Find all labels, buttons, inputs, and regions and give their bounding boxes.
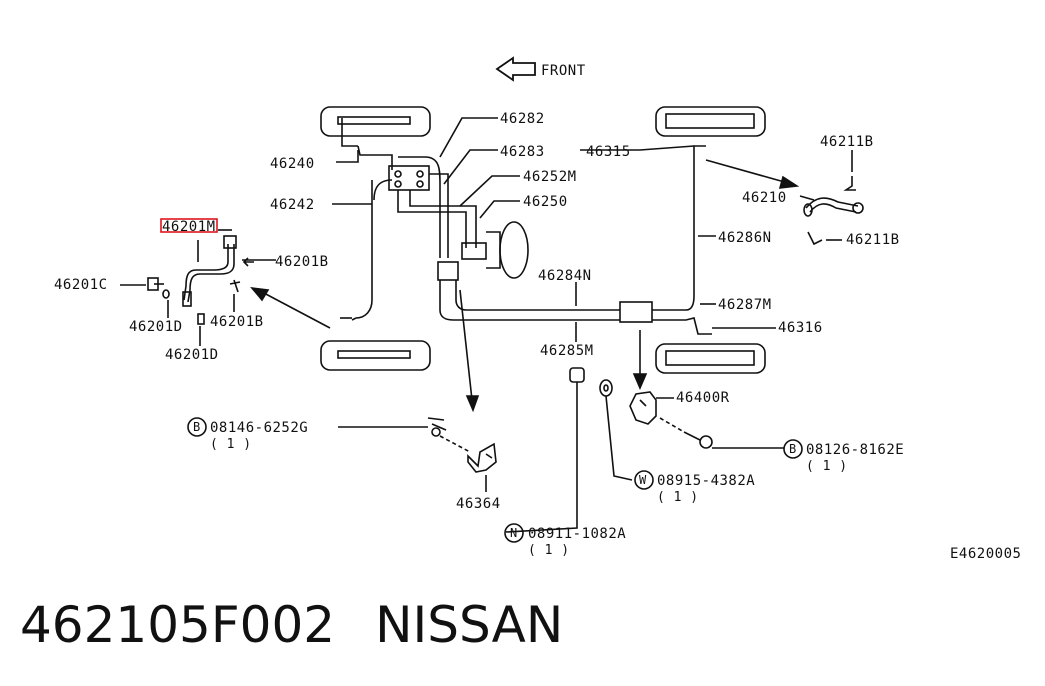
arrow-to-46364 [459, 289, 473, 401]
brake-booster [499, 221, 529, 279]
washer-qty: ( 1 ) [657, 490, 699, 505]
nut-08911 [569, 367, 585, 383]
front-left-wheel [320, 106, 431, 137]
line-connector [619, 301, 653, 323]
brake-piping-diagram: FRONT 46282 46283 46252M 46250 46240 462… [54, 56, 1021, 562]
front-label: FRONT [541, 63, 586, 79]
junction-block [388, 165, 430, 191]
part-label-46287M: 46287M [718, 297, 772, 313]
nut-part: 08911-1082A [528, 526, 626, 542]
washer-part: 08915-4382A [657, 473, 755, 489]
nut-symbol: N [510, 526, 518, 540]
bolt-b1-symbol: B [193, 420, 201, 434]
proportioning-valve [437, 261, 459, 281]
part-label-46201B-b: 46201B [210, 314, 264, 330]
front-right-wheel [655, 106, 766, 137]
part-label-46285M: 46285M [540, 343, 594, 359]
part-label-46242: 46242 [270, 197, 315, 213]
part-label-46315: 46315 [586, 144, 631, 160]
part-label-46316: 46316 [778, 320, 823, 336]
bolt-b2-symbol: B [789, 442, 797, 456]
part-label-46201D-a: 46201D [129, 319, 183, 335]
washer-08915 [599, 379, 613, 397]
rear-left-wheel [320, 340, 431, 371]
part-label-46240: 46240 [270, 156, 315, 172]
brand-name: NISSAN [375, 596, 564, 654]
bracket-46400R [629, 391, 657, 425]
bracket-46364 [467, 442, 497, 473]
nut-qty: ( 1 ) [528, 543, 570, 558]
arrow-to-caliper [261, 291, 331, 329]
bolt-b2-qty: ( 1 ) [806, 459, 848, 474]
part-label-46282: 46282 [500, 111, 545, 127]
front-arrow-icon [495, 56, 536, 82]
part-label-46201B-a: 46201B [275, 254, 329, 270]
part-label-46201C: 46201C [54, 277, 108, 293]
part-label-46283: 46283 [500, 144, 545, 160]
part-number: 462105F002 [20, 596, 336, 654]
part-label-46201M: 46201M [162, 219, 216, 235]
part-label-46250: 46250 [523, 194, 568, 210]
part-label-46201D-b: 46201D [165, 347, 219, 363]
bolt-b1-part: 08146-6252G [210, 420, 308, 436]
bolt-b1-qty: ( 1 ) [210, 437, 252, 452]
bolt-b2-part: 08126-8162E [806, 442, 904, 458]
diagram-code: E4620005 [950, 546, 1021, 562]
arrow-to-46210 [705, 159, 789, 184]
part-label-46252M: 46252M [523, 169, 577, 185]
part-label-46364: 46364 [456, 496, 501, 512]
part-label-46210: 46210 [742, 190, 787, 206]
part-label-46211B-b: 46211B [846, 232, 900, 248]
part-caption: 462105F002 NISSAN [20, 596, 563, 654]
highlight-box [160, 218, 218, 233]
part-label-46286N: 46286N [718, 230, 772, 246]
master-cylinder [461, 242, 487, 260]
rear-right-wheel [655, 343, 766, 374]
part-label-46284N: 46284N [538, 268, 592, 284]
washer-symbol: W [639, 473, 647, 487]
part-label-46400R: 46400R [676, 390, 730, 406]
part-label-46211B-a: 46211B [820, 134, 874, 150]
